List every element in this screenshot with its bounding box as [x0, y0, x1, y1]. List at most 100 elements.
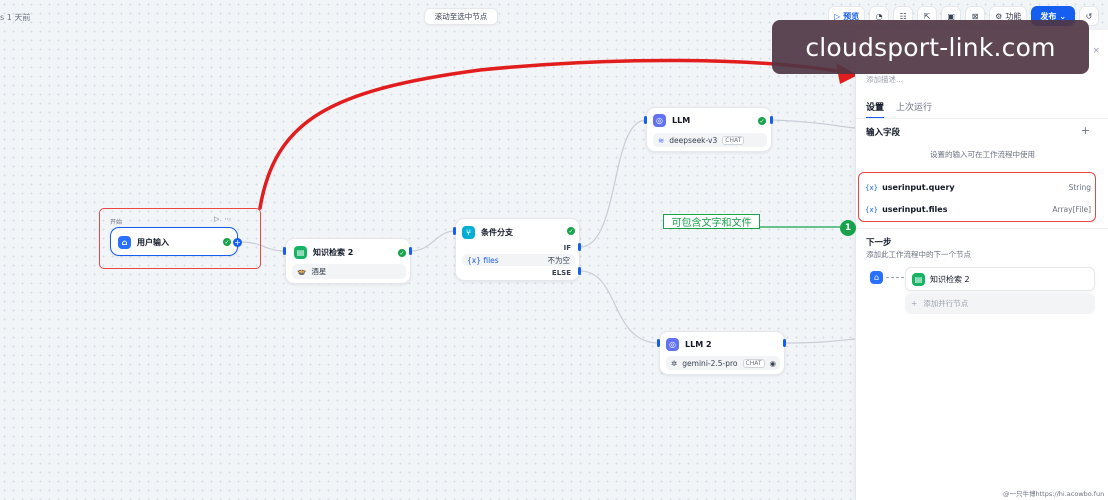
kb-node-title: 知识检索 2	[313, 248, 354, 257]
home-icon: ⌂	[870, 271, 883, 284]
llm-output-handle[interactable]	[770, 116, 773, 124]
knowledge-icon: ▤	[294, 246, 307, 259]
features-label: 功能	[1005, 11, 1022, 21]
scroll-to-selected-button[interactable]: 滚动至选中节点	[424, 8, 498, 25]
llm-model-name: deepseek-v3	[669, 135, 718, 145]
check-icon: ✓	[223, 238, 231, 246]
edge-start-kb	[240, 241, 286, 252]
kb-output-handle[interactable]	[409, 247, 412, 255]
variable-icon: {x}	[865, 205, 879, 214]
next-step-hint: 添加此工作流程中的下一个节点	[866, 250, 971, 259]
branch-condition: {x} files 不为空	[462, 254, 575, 266]
more-icon[interactable]: ⋯	[224, 215, 232, 223]
run-node-icon[interactable]: ▷	[214, 215, 220, 223]
publish-label: 发布	[1040, 11, 1057, 21]
llm-icon: ◎	[653, 114, 666, 127]
input-fields-title: 输入字段	[866, 128, 901, 138]
start-node-badge: 开始	[110, 219, 123, 226]
branch-input-handle[interactable]	[453, 227, 456, 235]
field-type: Array[File]	[1052, 205, 1091, 214]
start-node-title: 用户输入	[137, 238, 169, 247]
watermark: cloudsport-link.com	[772, 20, 1089, 74]
llm2-output-handle[interactable]	[783, 339, 786, 347]
edge-llm-out	[771, 119, 856, 129]
if-label: IF	[563, 244, 571, 252]
input-fields-highlight: {x} userinput.query String {x} userinput…	[858, 172, 1096, 222]
branch-node[interactable]: ⑂ 条件分支 ✓ IF {x} files 不为空 ELSE	[455, 218, 580, 281]
tabs-divider	[856, 118, 1108, 119]
llm2-node-header: ◎ LLM 2	[666, 338, 712, 351]
home-icon: ⌂	[118, 236, 131, 249]
check-icon: ✓	[398, 249, 406, 257]
chevron-down-icon: ⌄	[1059, 11, 1067, 21]
close-icon[interactable]: ×	[1092, 46, 1100, 56]
dataset-icon: 🍲	[297, 267, 307, 276]
start-node-highlight	[99, 208, 261, 269]
red-arrow	[258, 58, 845, 210]
features-icon: ⚙	[995, 11, 1003, 21]
step-badge: 1	[840, 220, 856, 236]
kb-dataset-name: 酒星	[311, 267, 327, 276]
tab-settings[interactable]: 设置	[866, 100, 885, 119]
next-node-label: 知识检索 2	[930, 274, 970, 284]
condition-var: {x} files	[467, 255, 499, 265]
node-actions: ▷ ⋯	[214, 215, 231, 223]
section-divider	[856, 228, 1108, 229]
edge-if-llm	[579, 119, 647, 248]
panel-tabs: 设置 上次运行	[866, 100, 932, 119]
kb-node-dataset: 🍲 酒星	[292, 264, 406, 279]
knowledge-icon: ▤	[912, 272, 925, 286]
branch-icon: ⑂	[462, 226, 475, 239]
add-parallel-label: 添加并行节点	[923, 299, 969, 308]
tab-last-run[interactable]: 上次运行	[896, 103, 933, 113]
llm-icon: ◎	[666, 338, 679, 351]
branch-node-header: ⑂ 条件分支	[462, 226, 513, 239]
llm2-model-name: gemini-2.5-pro	[682, 358, 738, 368]
kb-input-handle[interactable]	[283, 247, 286, 255]
llm2-node[interactable]: ◎ LLM 2 ✲ gemini-2.5-pro CHAT ◉	[659, 331, 785, 375]
play-icon: ▷	[834, 11, 841, 21]
deepseek-icon: ≋	[658, 135, 665, 145]
llm2-model: ✲ gemini-2.5-pro CHAT ◉	[666, 356, 780, 370]
last-edited-text: s 1 天前	[0, 13, 31, 22]
branch-node-title: 条件分支	[481, 228, 513, 237]
llm-node[interactable]: ◎ LLM ✓ ≋ deepseek-v3 CHAT	[646, 107, 772, 152]
add-parallel-node-button[interactable]: + 添加并行节点	[905, 293, 1095, 314]
preview-label: 预览	[843, 11, 860, 21]
footer-credit: @一只牛博https://hi.acowbo.fun	[1003, 490, 1105, 498]
else-label: ELSE	[551, 269, 571, 277]
field-row-query[interactable]: {x} userinput.query String	[865, 178, 1091, 197]
field-type: String	[1068, 183, 1091, 192]
edge-else-llm2	[579, 270, 660, 344]
llm-node-header: ◎ LLM	[653, 114, 690, 127]
input-fields-hint: 设置的输入可在工作流程中使用	[930, 150, 1035, 159]
next-node-card[interactable]: ▤ 知识检索 2	[905, 267, 1095, 291]
llm2-node-title: LLM 2	[685, 340, 712, 349]
gemini-icon: ✲	[671, 358, 678, 368]
field-name: userinput.query	[882, 183, 955, 192]
check-icon: ✓	[758, 117, 766, 125]
add-next-node-icon[interactable]: +	[233, 238, 242, 247]
kb-node-header: ▤ 知识检索 2	[294, 246, 353, 259]
llm2-input-handle[interactable]	[657, 339, 660, 347]
next-connector	[886, 277, 904, 278]
plus-icon: +	[911, 299, 918, 308]
add-field-icon[interactable]: +	[1080, 124, 1090, 137]
annotation-label: 可包含文字和文件	[663, 214, 760, 229]
llm2-mode-chip: CHAT	[742, 358, 765, 368]
condition-operator: 不为空	[547, 255, 571, 265]
llm-input-handle[interactable]	[644, 116, 647, 124]
check-icon: ✓	[567, 227, 575, 235]
if-output-handle[interactable]	[578, 243, 581, 251]
next-step-title: 下一步	[866, 238, 892, 248]
edge-llm2-out	[784, 338, 856, 344]
field-name: userinput.files	[882, 205, 948, 214]
kb-node[interactable]: ▤ 知识检索 2 ✓ 🍲 酒星	[285, 238, 411, 284]
vision-icon: ◉	[769, 358, 777, 368]
llm-node-title: LLM	[672, 116, 691, 125]
field-row-files[interactable]: {x} userinput.files Array[File]	[865, 200, 1091, 219]
else-output-handle[interactable]	[578, 267, 581, 275]
llm-model: ≋ deepseek-v3 CHAT	[653, 133, 767, 147]
description-input[interactable]: 添加描述...	[866, 75, 904, 84]
start-node[interactable]: ⌂ 用户输入 ✓	[110, 227, 238, 256]
